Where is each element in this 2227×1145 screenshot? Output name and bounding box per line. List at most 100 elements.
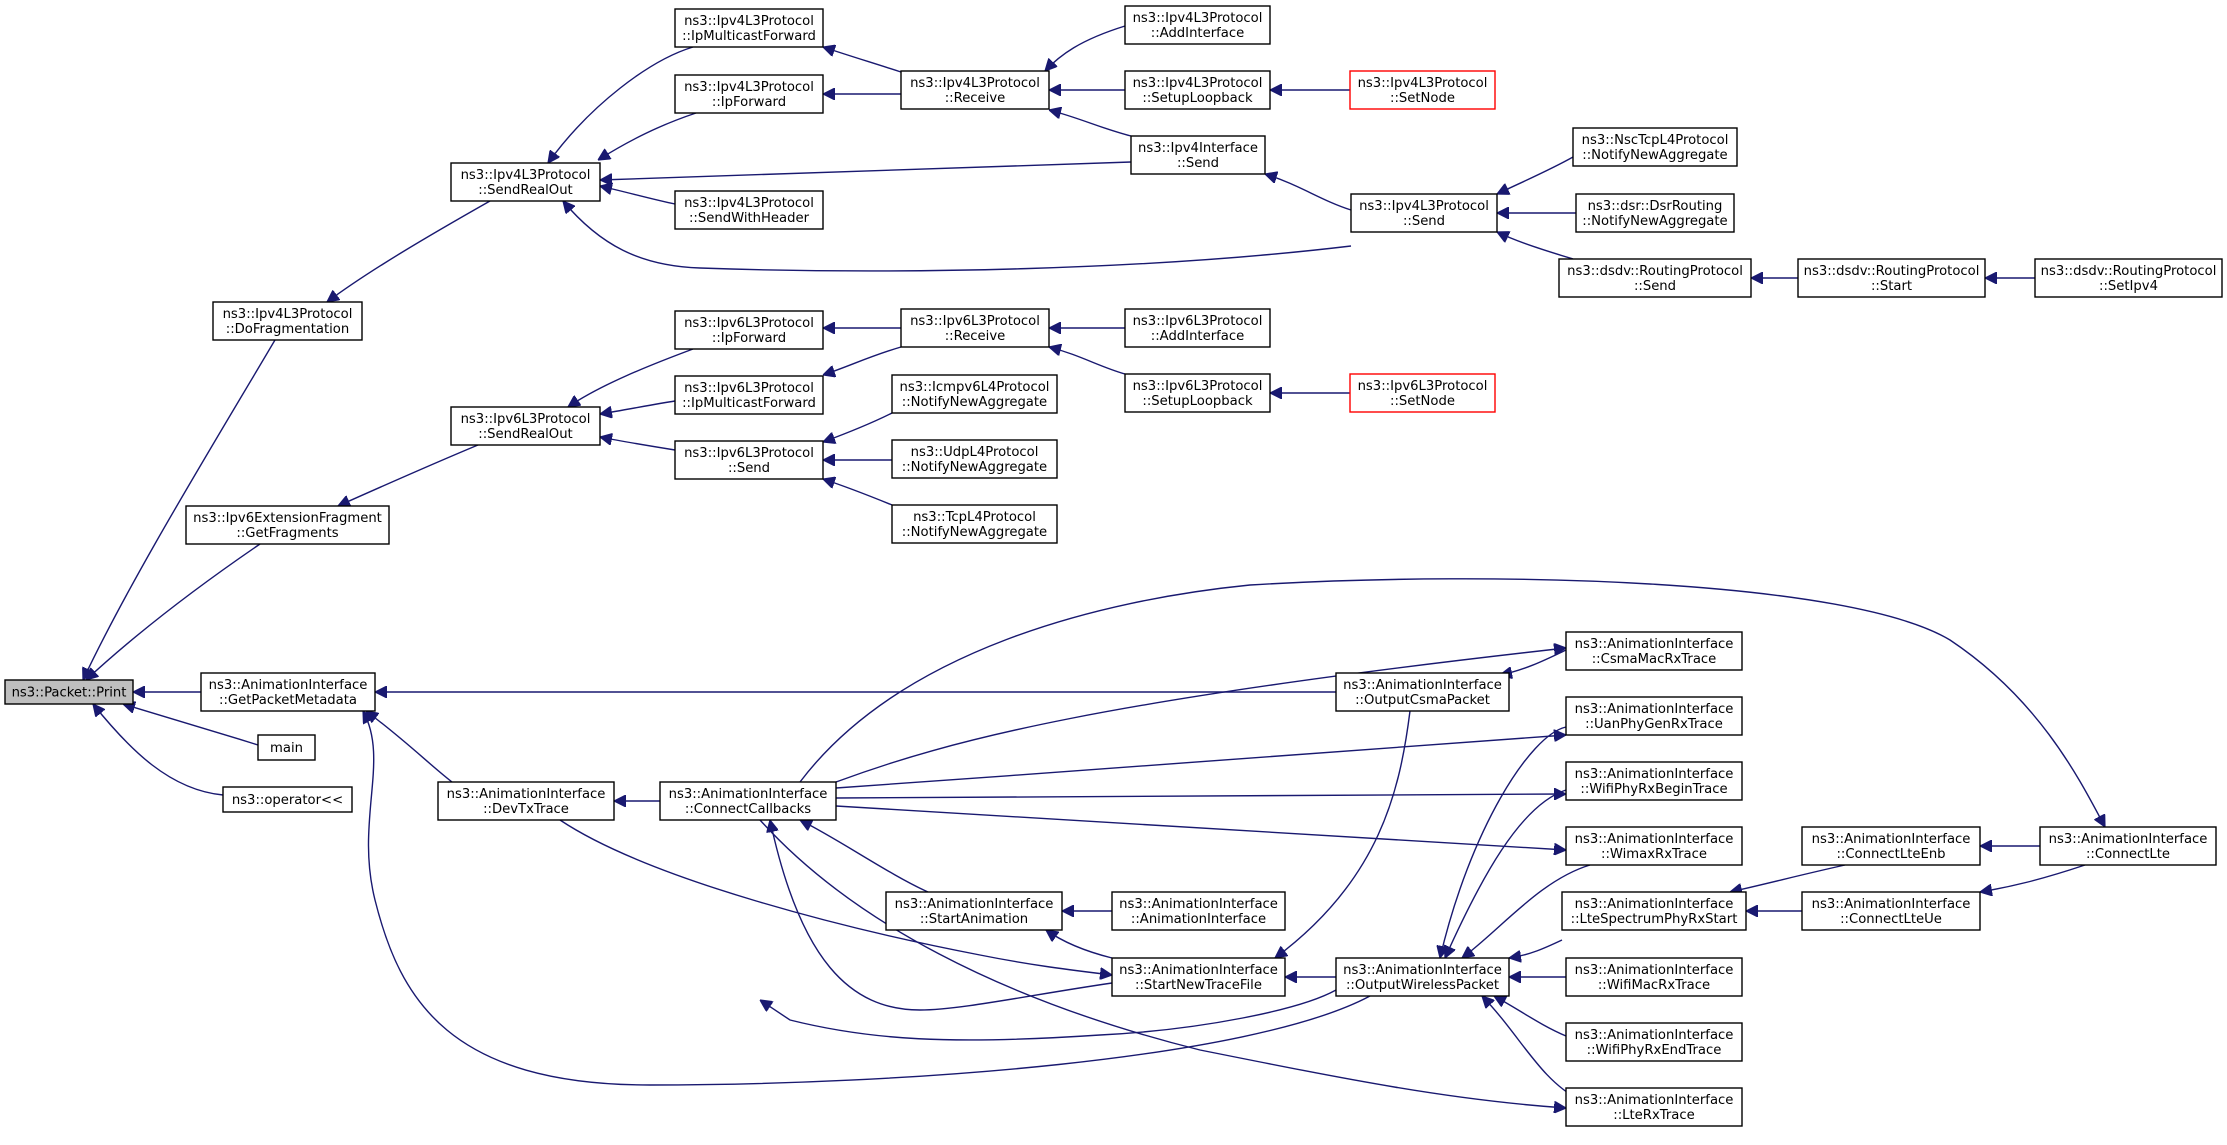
node-dsdv_setipv4[interactable]: ns3::dsdv::RoutingProtocol::SetIpv4 bbox=[2034, 258, 2223, 298]
call-edge-ipv4_send-to-ipv4_sendrealout bbox=[563, 201, 1352, 272]
node-label-line: ::AddInterface bbox=[1151, 26, 1244, 41]
node-ipv6_ipforward[interactable]: ns3::Ipv6L3Protocol::IpForward bbox=[674, 310, 824, 350]
call-arrow bbox=[600, 161, 1132, 180]
node-ipv6_ipmcastfwd[interactable]: ns3::Ipv6L3Protocol::IpMulticastForward bbox=[674, 375, 824, 415]
node-label-line: ::SetNode bbox=[1390, 91, 1455, 106]
node-packet_print[interactable]: ns3::Packet::Print bbox=[4, 679, 134, 705]
call-edge-anim_connectlteenb-to-anim_ltespectrum bbox=[1730, 864, 1846, 892]
call-arrow bbox=[366, 711, 453, 783]
node-box bbox=[1575, 193, 1735, 233]
node-anim_csmamacrx[interactable]: ns3::AnimationInterface::CsmaMacRxTrace bbox=[1565, 631, 1743, 671]
node-label-line: ns3::Ipv6L3Protocol bbox=[684, 316, 814, 331]
call-edge-anim_connectcallbacks-to-anim_lterx bbox=[759, 819, 1566, 1108]
node-anim_wifimacrx[interactable]: ns3::AnimationInterface::WifiMacRxTrace bbox=[1565, 957, 1743, 997]
node-box bbox=[1565, 1022, 1743, 1062]
node-anim_connectlteue[interactable]: ns3::AnimationInterface::ConnectLteUe bbox=[1801, 891, 1981, 931]
node-anim_outputwireless[interactable]: ns3::AnimationInterface::OutputWirelessP… bbox=[1335, 957, 1510, 997]
node-label-line: ::Send bbox=[1403, 214, 1445, 229]
node-label-line: ns3::dsdv::RoutingProtocol bbox=[1567, 264, 1743, 279]
node-op_lshift[interactable]: ns3::operator<< bbox=[222, 786, 353, 813]
node-ipv6_sendrealout[interactable]: ns3::Ipv6L3Protocol::SendRealOut bbox=[450, 406, 601, 446]
node-ipv4_sendwithheader[interactable]: ns3::Ipv4L3Protocol::SendWithHeader bbox=[674, 190, 824, 230]
node-ipv4_receive[interactable]: ns3::Ipv4L3Protocol::Receive bbox=[900, 70, 1050, 110]
call-arrow bbox=[363, 711, 1371, 1086]
node-anim_connectlteenb[interactable]: ns3::AnimationInterface::ConnectLteEnb bbox=[1801, 826, 1981, 866]
node-label-line: ns3::Ipv4L3Protocol bbox=[1133, 76, 1263, 91]
node-label-line: ::IpForward bbox=[712, 95, 786, 110]
call-arrow bbox=[799, 578, 2105, 827]
node-ipv6_addinterface[interactable]: ns3::Ipv6L3Protocol::AddInterface bbox=[1124, 308, 1271, 348]
node-label-line: ::WifiPhyRxEndTrace bbox=[1587, 1043, 1722, 1058]
node-dsdv_send[interactable]: ns3::dsdv::RoutingProtocol::Send bbox=[1558, 258, 1752, 298]
node-dsdv_start[interactable]: ns3::dsdv::RoutingProtocol::Start bbox=[1797, 258, 1986, 298]
node-box bbox=[674, 440, 824, 480]
node-ipv4_ipforward[interactable]: ns3::Ipv4L3Protocol::IpForward bbox=[674, 74, 824, 114]
node-box bbox=[1124, 70, 1271, 110]
node-anim_startanimation[interactable]: ns3::AnimationInterface::StartAnimation bbox=[885, 891, 1063, 931]
node-box bbox=[1124, 373, 1271, 413]
node-anim_outputcsma[interactable]: ns3::AnimationInterface::OutputCsmaPacke… bbox=[1335, 672, 1510, 712]
node-ipv6_send[interactable]: ns3::Ipv6L3Protocol::Send bbox=[674, 440, 824, 480]
node-box bbox=[437, 781, 615, 821]
node-box bbox=[674, 310, 824, 350]
call-arrow bbox=[835, 648, 1566, 783]
node-ipv4_ipmcastfwd[interactable]: ns3::Ipv4L3Protocol::IpMulticastForward bbox=[674, 8, 824, 48]
node-ipv4_addinterface[interactable]: ns3::Ipv4L3Protocol::AddInterface bbox=[1124, 5, 1271, 45]
node-label-line: ns3::AnimationInterface bbox=[1575, 1028, 1734, 1043]
node-ipv6ext_getfrag[interactable]: ns3::Ipv6ExtensionFragment::GetFragments bbox=[185, 505, 390, 545]
call-arrow bbox=[93, 704, 224, 796]
node-ipv4_sendrealout[interactable]: ns3::Ipv4L3Protocol::SendRealOut bbox=[450, 162, 601, 202]
node-anim_wifiphyrxbegin[interactable]: ns3::AnimationInterface::WifiPhyRxBeginT… bbox=[1565, 761, 1743, 801]
call-arrow bbox=[1497, 232, 1574, 260]
node-label-line: ns3::Ipv6L3Protocol bbox=[461, 412, 591, 427]
node-label-line: ns3::AnimationInterface bbox=[1575, 963, 1734, 978]
node-label-line: ns3::Ipv4L3Protocol bbox=[684, 196, 814, 211]
node-ipv4_setnode[interactable]: ns3::Ipv4L3Protocol::SetNode bbox=[1349, 70, 1496, 110]
node-box bbox=[1565, 696, 1743, 736]
node-anim_wimaxrx[interactable]: ns3::AnimationInterface::WimaxRxTrace bbox=[1565, 826, 1743, 866]
node-ipv4iface_send[interactable]: ns3::Ipv4Interface::Send bbox=[1130, 135, 1266, 175]
node-ipv4_setuploopback[interactable]: ns3::Ipv4L3Protocol::SetupLoopback bbox=[1124, 70, 1271, 110]
node-udp_notify[interactable]: ns3::UdpL4Protocol::NotifyNewAggregate bbox=[891, 439, 1058, 479]
node-ipv6_setnode[interactable]: ns3::Ipv6L3Protocol::SetNode bbox=[1349, 373, 1496, 413]
node-label-line: ::NotifyNewAggregate bbox=[1582, 148, 1727, 163]
node-ipv6_receive[interactable]: ns3::Ipv6L3Protocol::Receive bbox=[900, 308, 1050, 348]
node-box bbox=[674, 375, 824, 415]
node-anim_lterx[interactable]: ns3::AnimationInterface::LteRxTrace bbox=[1565, 1087, 1743, 1127]
node-ipv4_send[interactable]: ns3::Ipv4L3Protocol::Send bbox=[1350, 193, 1498, 233]
node-label-line: ns3::AnimationInterface bbox=[669, 787, 828, 802]
node-label-line: ::ConnectLte bbox=[2086, 847, 2170, 862]
node-anim_ltespectrum[interactable]: ns3::AnimationInterface::LteSpectrumPhyR… bbox=[1561, 891, 1747, 931]
node-ipv4_dofrag[interactable]: ns3::Ipv4L3Protocol::DoFragmentation bbox=[212, 301, 363, 341]
node-label-line: ::ConnectCallbacks bbox=[685, 802, 811, 817]
call-edge-ipv4_receive-to-ipv4_ipmcastfwd bbox=[823, 47, 902, 73]
node-tcp_notify[interactable]: ns3::TcpL4Protocol::NotifyNewAggregate bbox=[891, 504, 1058, 544]
node-anim_devtxtrace[interactable]: ns3::AnimationInterface::DevTxTrace bbox=[437, 781, 615, 821]
node-anim_uanphygenrx[interactable]: ns3::AnimationInterface::UanPhyGenRxTrac… bbox=[1565, 696, 1743, 736]
call-arrow bbox=[600, 400, 676, 414]
node-icmpv6_notify[interactable]: ns3::Icmpv6L4Protocol::NotifyNewAggregat… bbox=[891, 374, 1058, 414]
node-ipv6_setuploopback[interactable]: ns3::Ipv6L3Protocol::SetupLoopback bbox=[1124, 373, 1271, 413]
node-box bbox=[2034, 258, 2223, 298]
call-arrow bbox=[1045, 25, 1126, 71]
node-box bbox=[450, 406, 601, 446]
node-label-line: ::OutputWirelessPacket bbox=[1346, 978, 1499, 993]
node-label-line: ns3::AnimationInterface bbox=[1575, 767, 1734, 782]
node-label-line: ::ConnectLteUe bbox=[1840, 912, 1942, 927]
node-anim_connectlte[interactable]: ns3::AnimationInterface::ConnectLte bbox=[2039, 826, 2217, 866]
node-nsctcp_notify[interactable]: ns3::NscTcpL4Protocol::NotifyNewAggregat… bbox=[1572, 127, 1738, 167]
node-label-line: ::LteSpectrumPhyRxStart bbox=[1571, 912, 1738, 927]
node-anim_getpktmeta[interactable]: ns3::AnimationInterface::GetPacketMetada… bbox=[200, 672, 376, 712]
node-anim_ctor[interactable]: ns3::AnimationInterface::AnimationInterf… bbox=[1111, 891, 1286, 931]
node-label-line: ns3::Ipv4L3Protocol bbox=[461, 168, 591, 183]
node-anim_startnewtracefile[interactable]: ns3::AnimationInterface::StartNewTraceFi… bbox=[1111, 957, 1286, 997]
node-label-line: ::Receive bbox=[945, 329, 1006, 344]
node-anim_connectcallbacks[interactable]: ns3::AnimationInterface::ConnectCallback… bbox=[659, 781, 837, 821]
node-anim_wifiphyrxend[interactable]: ns3::AnimationInterface::WifiPhyRxEndTra… bbox=[1565, 1022, 1743, 1062]
call-edge-anim_devtxtrace-to-anim_getpktmeta bbox=[366, 711, 453, 783]
node-main[interactable]: main bbox=[257, 734, 316, 761]
node-box bbox=[674, 190, 824, 230]
node-dsr_notify[interactable]: ns3::dsr::DsrRouting::NotifyNewAggregate bbox=[1575, 193, 1735, 233]
call-edge-anim_startnewtracefile-to-anim_startanimation bbox=[1046, 930, 1113, 959]
